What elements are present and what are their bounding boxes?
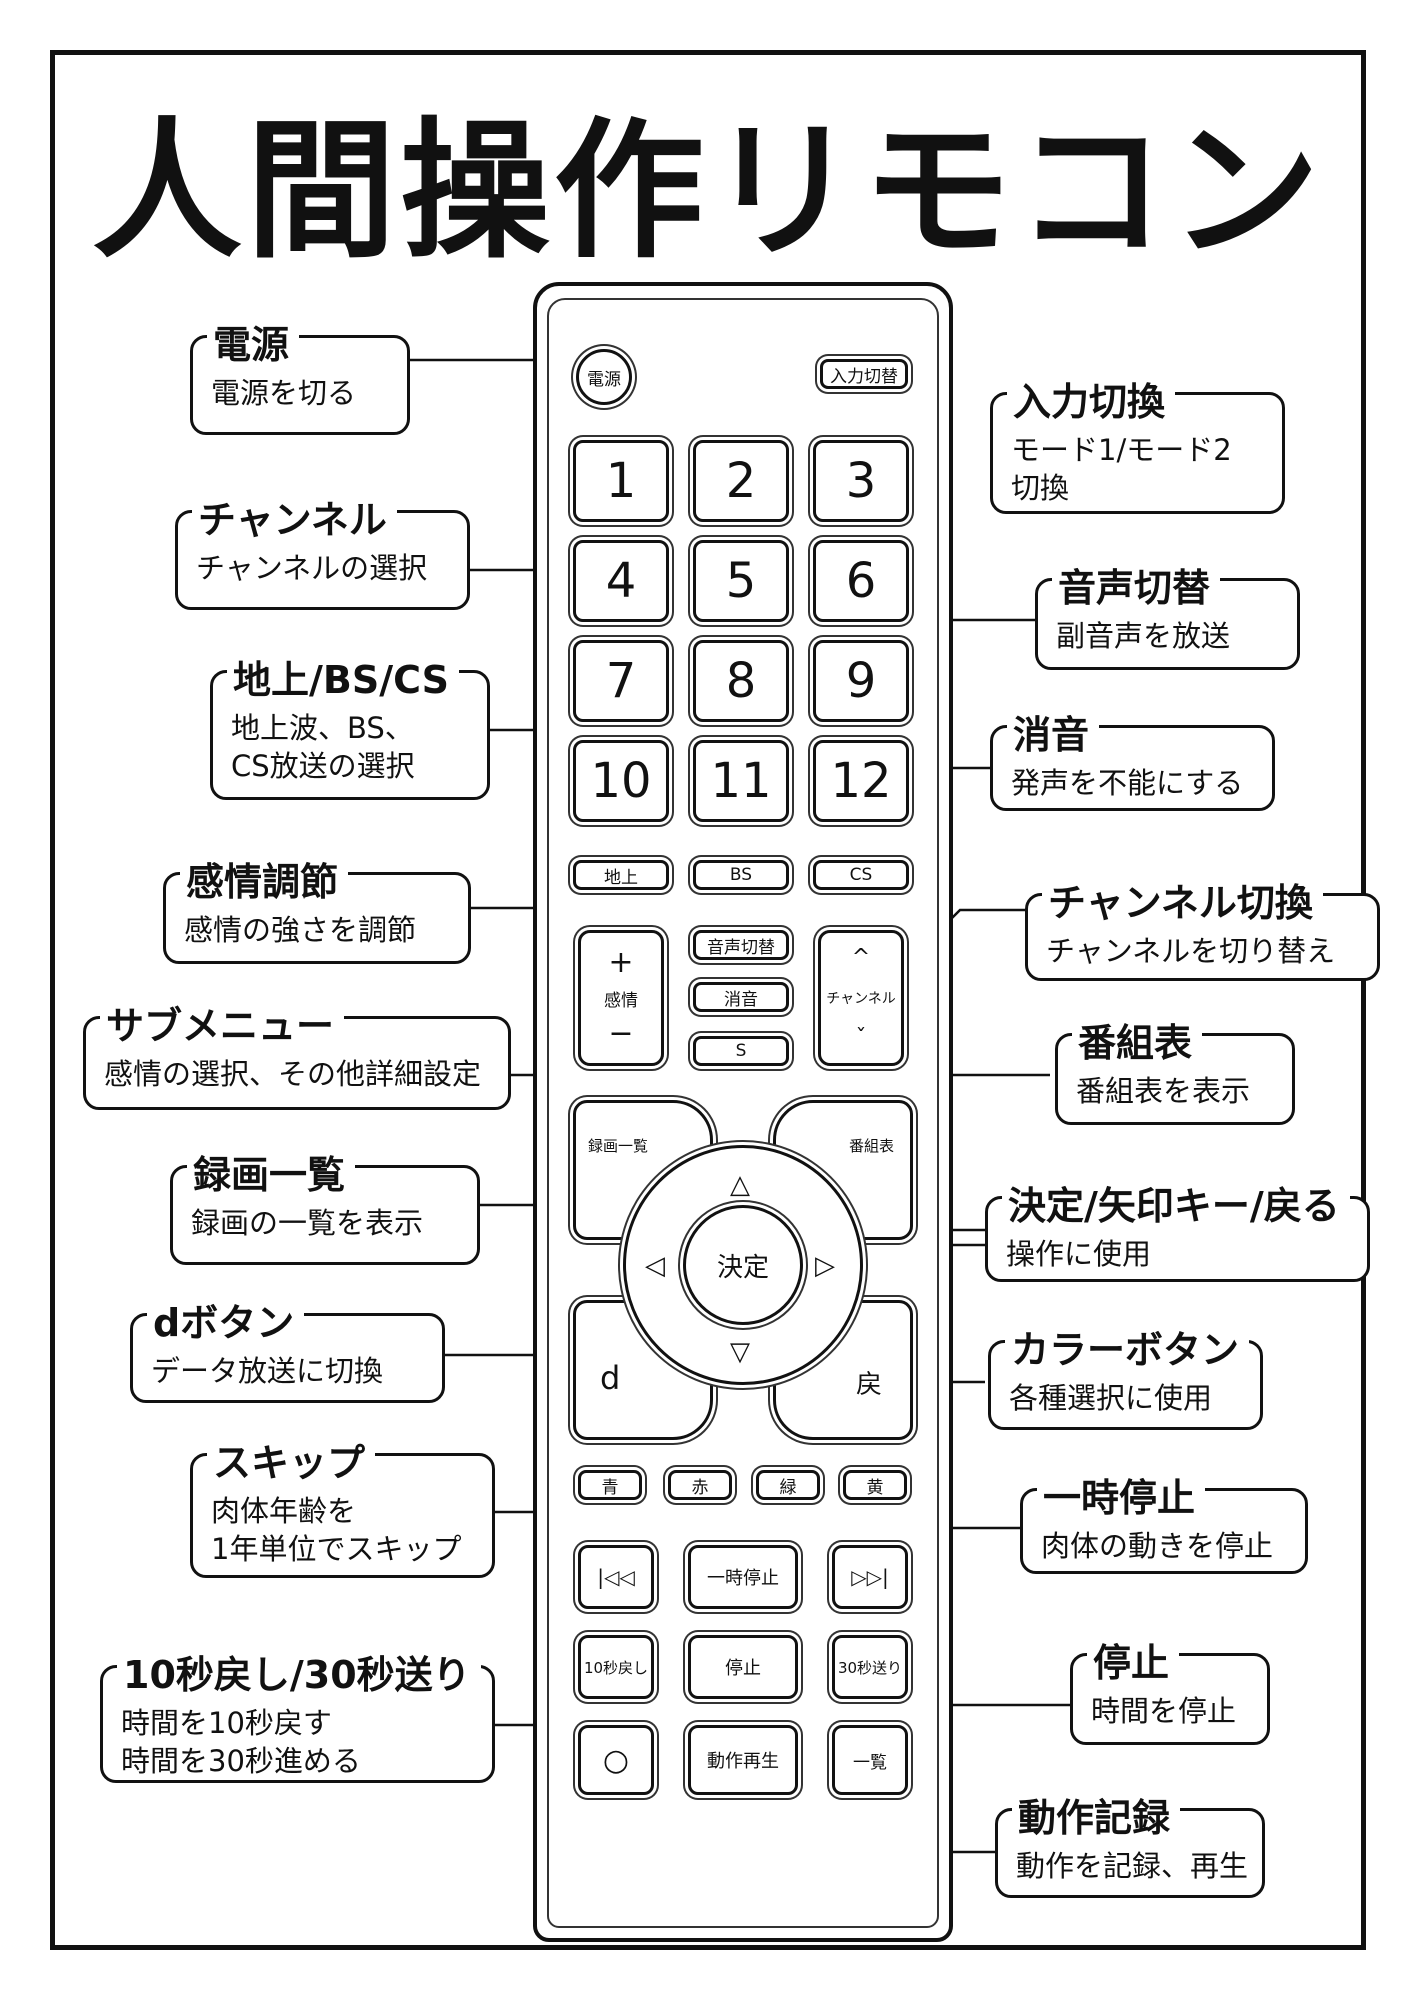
mute-button[interactable]: 消音	[693, 982, 789, 1012]
emotion-label: 感情	[604, 990, 638, 1011]
callout-power: 電源 電源を切る	[190, 314, 410, 435]
green-button[interactable]: 緑	[756, 1470, 820, 1500]
input-switch-button[interactable]: 入力切替	[820, 359, 908, 389]
callout-emotion: 感情調節 感情の強さを調節	[163, 851, 471, 964]
list-button[interactable]: 一覧	[832, 1725, 908, 1795]
record-button[interactable]: ○	[578, 1725, 654, 1795]
callout-skip: スキップ 肉体年齢を 1年単位でスキップ	[190, 1432, 495, 1578]
select-ok-button[interactable]: 決定	[683, 1205, 803, 1325]
callout-motion: 動作記録 動作を記録、再生	[995, 1787, 1265, 1898]
terrestrial-button[interactable]: 地上	[573, 860, 669, 890]
red-button[interactable]: 赤	[668, 1470, 732, 1500]
outer-frame	[50, 50, 1366, 1950]
emotion-plus[interactable]: +	[608, 945, 634, 980]
blue-button[interactable]: 青	[578, 1470, 642, 1500]
callout-chswitch: チャンネル切換 チャンネルを切り替え	[1025, 872, 1380, 981]
num-button-3[interactable]: 3	[813, 440, 909, 522]
forward-30s-button[interactable]: 30秒送り	[832, 1635, 908, 1699]
num-button-2[interactable]: 2	[693, 440, 789, 522]
pause-button[interactable]: 一時停止	[688, 1545, 798, 1609]
callout-audio: 音声切替 副音声を放送	[1035, 557, 1300, 670]
num-button-7[interactable]: 7	[573, 640, 669, 722]
callout-submenu: サブメニュー 感情の選択、その他詳細設定	[83, 995, 511, 1110]
num-button-8[interactable]: 8	[693, 640, 789, 722]
callout-recordings: 録画一覧 録画の一覧を表示	[170, 1144, 480, 1265]
channel-label: チャンネル	[826, 991, 896, 1007]
callout-mute: 消音 発声を不能にする	[990, 704, 1275, 811]
channel-rocker[interactable]: ^ チャンネル ˇ	[818, 930, 904, 1066]
callout-seek: 10秒戻し/30秒送り 時間を10秒戻す 時間を30秒進める	[100, 1644, 495, 1783]
callout-channel: チャンネル チャンネルの選択	[175, 489, 470, 610]
cs-button[interactable]: CS	[813, 860, 909, 890]
arrow-down-icon[interactable]: ▽	[730, 1337, 750, 1367]
skip-back-button[interactable]: |◁◁	[578, 1545, 654, 1609]
num-button-11[interactable]: 11	[693, 740, 789, 822]
arrow-up-icon[interactable]: △	[730, 1170, 750, 1200]
num-button-1[interactable]: 1	[573, 440, 669, 522]
num-button-6[interactable]: 6	[813, 540, 909, 622]
callout-guide: 番組表 番組表を表示	[1055, 1012, 1295, 1125]
skip-forward-button[interactable]: ▷▷|	[832, 1545, 908, 1609]
callout-broadcast: 地上/BS/CS 地上波、BS、 CS放送の選択	[210, 649, 490, 800]
num-button-12[interactable]: 12	[813, 740, 909, 822]
yellow-button[interactable]: 黄	[843, 1470, 907, 1500]
callout-input: 入力切換 モード1/モード2 切換	[990, 371, 1285, 514]
bs-button[interactable]: BS	[693, 860, 789, 890]
audio-switch-button[interactable]: 音声切替	[693, 930, 789, 960]
stop-button[interactable]: 停止	[688, 1635, 798, 1699]
play-motion-button[interactable]: 動作再生	[688, 1725, 798, 1795]
callout-color: カラーボタン 各種選択に使用	[988, 1319, 1263, 1430]
channel-down[interactable]: ˇ	[855, 1026, 867, 1051]
callout-dbutton: dボタン データ放送に切換	[130, 1292, 445, 1403]
callout-stop: 停止 時間を停止	[1070, 1632, 1270, 1745]
arrow-left-icon[interactable]: ◁	[645, 1251, 665, 1281]
num-button-5[interactable]: 5	[693, 540, 789, 622]
back-10s-button[interactable]: 10秒戻し	[578, 1635, 654, 1699]
power-button[interactable]: 電源	[576, 349, 632, 405]
callout-select: 決定/矢印キー/戻る 操作に使用	[985, 1175, 1370, 1282]
emotion-volume-rocker[interactable]: + 感情 −	[578, 930, 664, 1066]
num-button-10[interactable]: 10	[573, 740, 669, 822]
num-button-4[interactable]: 4	[573, 540, 669, 622]
num-button-9[interactable]: 9	[813, 640, 909, 722]
page-title: 人間操作リモコン	[91, 105, 1324, 279]
arrow-right-icon[interactable]: ▷	[815, 1251, 835, 1281]
submenu-button[interactable]: S	[693, 1036, 789, 1066]
emotion-minus[interactable]: −	[608, 1016, 634, 1051]
callout-pause: 一時停止 肉体の動きを停止	[1020, 1467, 1308, 1574]
channel-up[interactable]: ^	[851, 945, 871, 970]
